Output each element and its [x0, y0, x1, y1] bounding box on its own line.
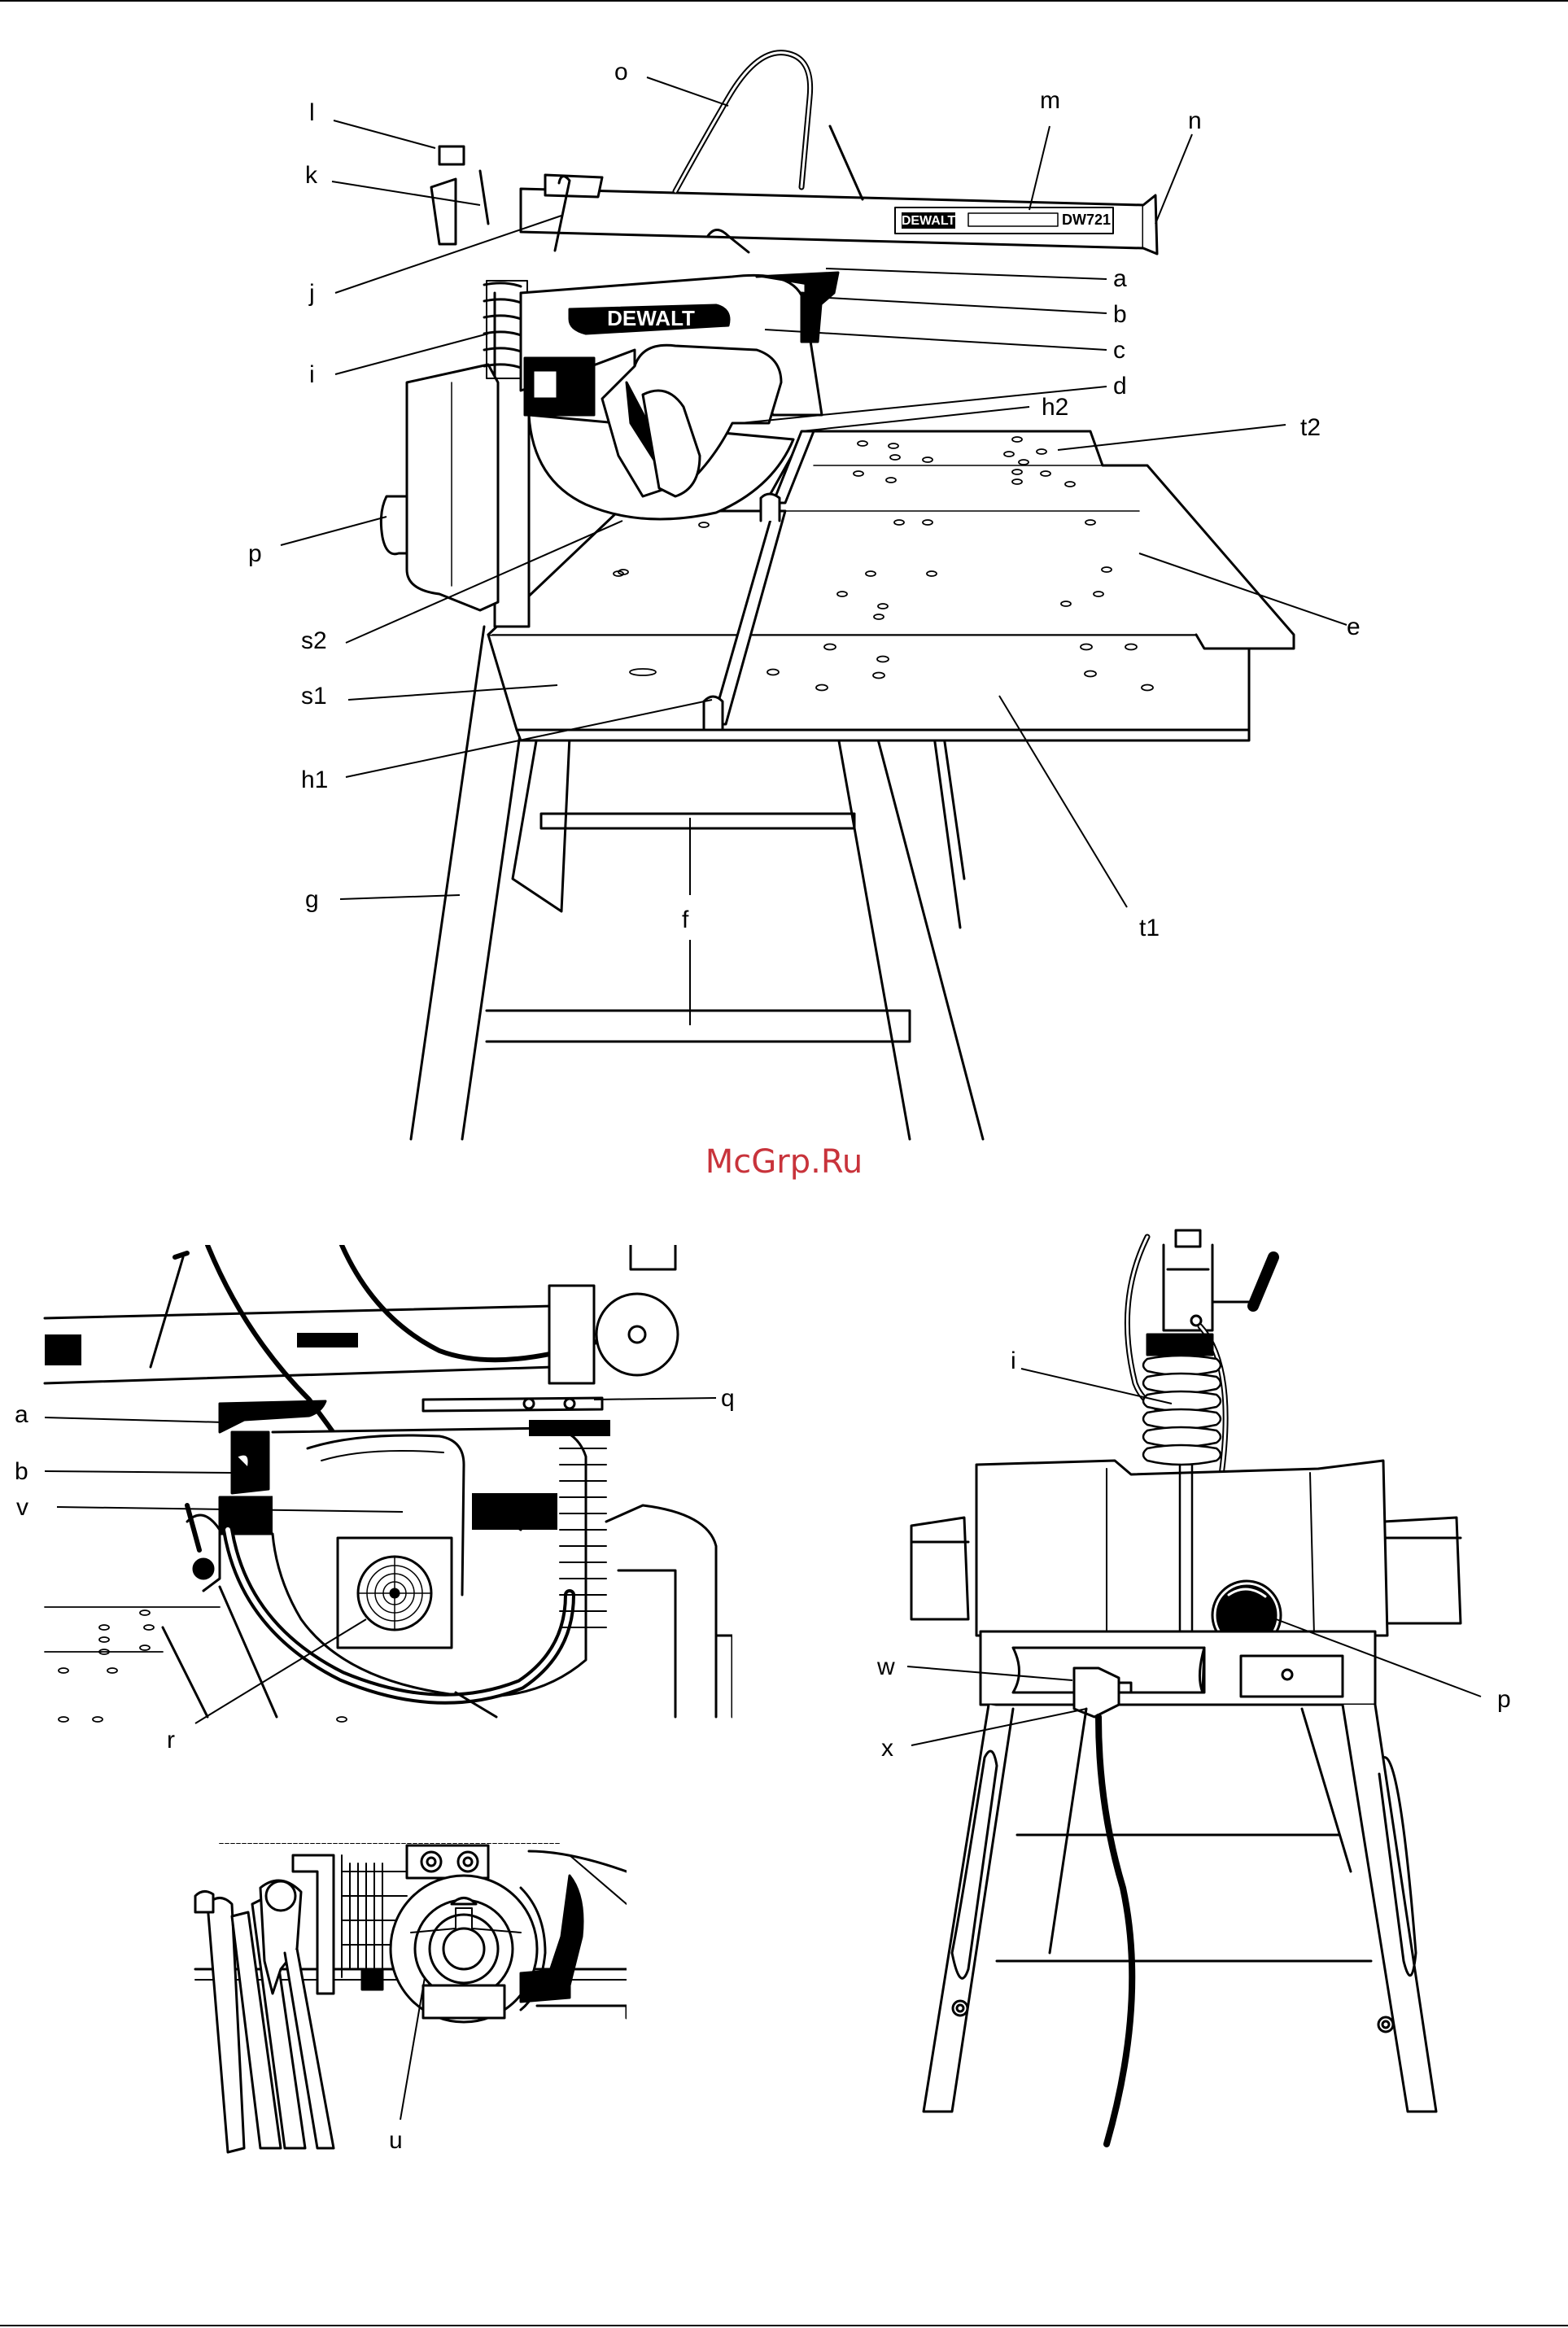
fig2-callout-b: b: [15, 1458, 28, 1485]
fig2-callout-r: r: [167, 1727, 175, 1754]
callout-h1: h1: [301, 767, 328, 793]
callout-m: m: [1040, 87, 1060, 114]
figure-4-mitre-detail: [195, 1843, 627, 2152]
fig3-callout-x: x: [881, 1735, 893, 1762]
fig2-callout-v: v: [16, 1494, 28, 1521]
callout-g: g: [305, 886, 319, 913]
callout-c: c: [1113, 337, 1125, 364]
callout-s2: s2: [301, 627, 327, 654]
callout-p: p: [248, 540, 262, 567]
callout-d: d: [1113, 373, 1127, 400]
callout-n: n: [1188, 107, 1202, 134]
power-cord: [675, 53, 863, 199]
callout-s1: s1: [301, 683, 327, 710]
callout-t2: t2: [1300, 414, 1321, 441]
callout-b: b: [1113, 301, 1127, 328]
callout-f: f: [682, 906, 689, 933]
callout-l: l: [309, 99, 315, 126]
brand-arm-text: DEWALT: [902, 214, 956, 228]
fig4-callout-u: u: [389, 2127, 403, 2154]
callout-a: a: [1113, 265, 1127, 292]
fig3-callout-p: p: [1497, 1686, 1511, 1713]
callout-i: i: [309, 361, 315, 388]
fig2-callout-a: a: [15, 1401, 28, 1428]
fig2-callout-q: q: [721, 1385, 735, 1412]
overarm: [431, 146, 1157, 254]
callout-e: e: [1347, 614, 1361, 640]
callout-o: o: [614, 59, 628, 85]
callout-j: j: [308, 280, 315, 307]
figure-1-saw-overview: [381, 53, 1294, 1139]
callout-k: k: [305, 162, 318, 189]
fig3-callout-w: w: [876, 1653, 895, 1680]
watermark: McGrp.Ru: [0, 1143, 1568, 1181]
model-text: DW721: [1062, 212, 1111, 228]
callout-t1: t1: [1139, 915, 1160, 941]
brand-head-text: DEWALT: [607, 306, 695, 330]
figure-2-carriage-detail: [45, 1245, 732, 1722]
figure-3-rear-view: [911, 1230, 1461, 2144]
figure-4-callouts: u: [389, 2127, 403, 2154]
column-assembly: [381, 281, 529, 627]
callout-h2: h2: [1042, 394, 1068, 421]
fig3-callout-i: i: [1011, 1347, 1016, 1374]
